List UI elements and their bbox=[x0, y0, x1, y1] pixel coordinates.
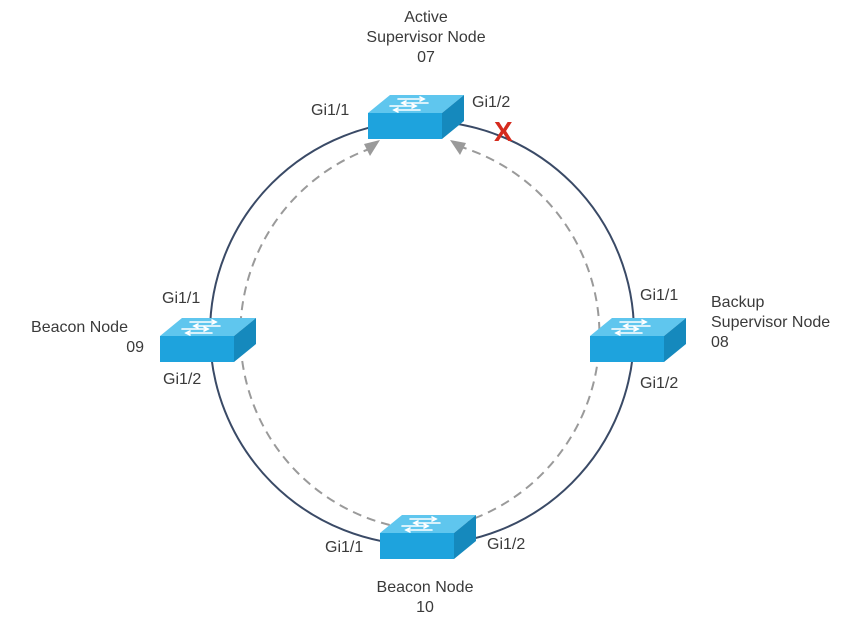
left-path-dashed bbox=[239, 147, 405, 529]
beacon-09-id: 09 bbox=[126, 339, 144, 356]
switch-icon-beacon-09 bbox=[159, 317, 257, 363]
active-supervisor-label: Active Supervisor Node 07 bbox=[366, 8, 485, 68]
active-supervisor-type: Supervisor Node bbox=[366, 29, 486, 46]
beacon-10-id: 10 bbox=[416, 599, 434, 616]
left-path-arrowhead bbox=[364, 140, 380, 156]
active-supervisor-role: Active bbox=[404, 9, 448, 26]
backup-port-gi1-2: Gi1/2 bbox=[640, 375, 679, 392]
backup-supervisor-type: Supervisor Node bbox=[711, 314, 831, 331]
beacon-10-port-gi1-1: Gi1/1 bbox=[325, 539, 364, 556]
beacon-09-name: Beacon Node bbox=[31, 319, 128, 336]
backup-supervisor-id: 08 bbox=[711, 334, 729, 351]
beacon-09-port-gi1-2: Gi1/2 bbox=[163, 371, 202, 388]
switch-icon-active-07 bbox=[367, 94, 465, 140]
beacon-10-label: Beacon Node 10 bbox=[377, 578, 474, 618]
ring-link bbox=[209, 120, 635, 546]
active-supervisor-id: 07 bbox=[417, 49, 435, 66]
active-port-gi1-2: Gi1/2 bbox=[472, 94, 511, 111]
beacon-10-port-gi1-2: Gi1/2 bbox=[487, 536, 526, 553]
right-path-arrowhead bbox=[450, 140, 466, 155]
backup-port-gi1-1: Gi1/1 bbox=[640, 287, 679, 304]
right-path-dashed bbox=[441, 145, 601, 529]
link-failure-marker: X bbox=[494, 116, 513, 147]
backup-supervisor-label: Backup Supervisor Node 08 bbox=[711, 293, 830, 353]
switch-icon-beacon-10 bbox=[379, 514, 477, 560]
beacon-09-label: Beacon Node 09 bbox=[12, 318, 147, 358]
beacon-09-port-gi1-1: Gi1/1 bbox=[162, 290, 201, 307]
active-port-gi1-1: Gi1/1 bbox=[311, 102, 350, 119]
backup-supervisor-role: Backup bbox=[711, 294, 765, 311]
switch-icon-backup-08 bbox=[589, 317, 687, 363]
beacon-10-name: Beacon Node bbox=[376, 579, 474, 596]
